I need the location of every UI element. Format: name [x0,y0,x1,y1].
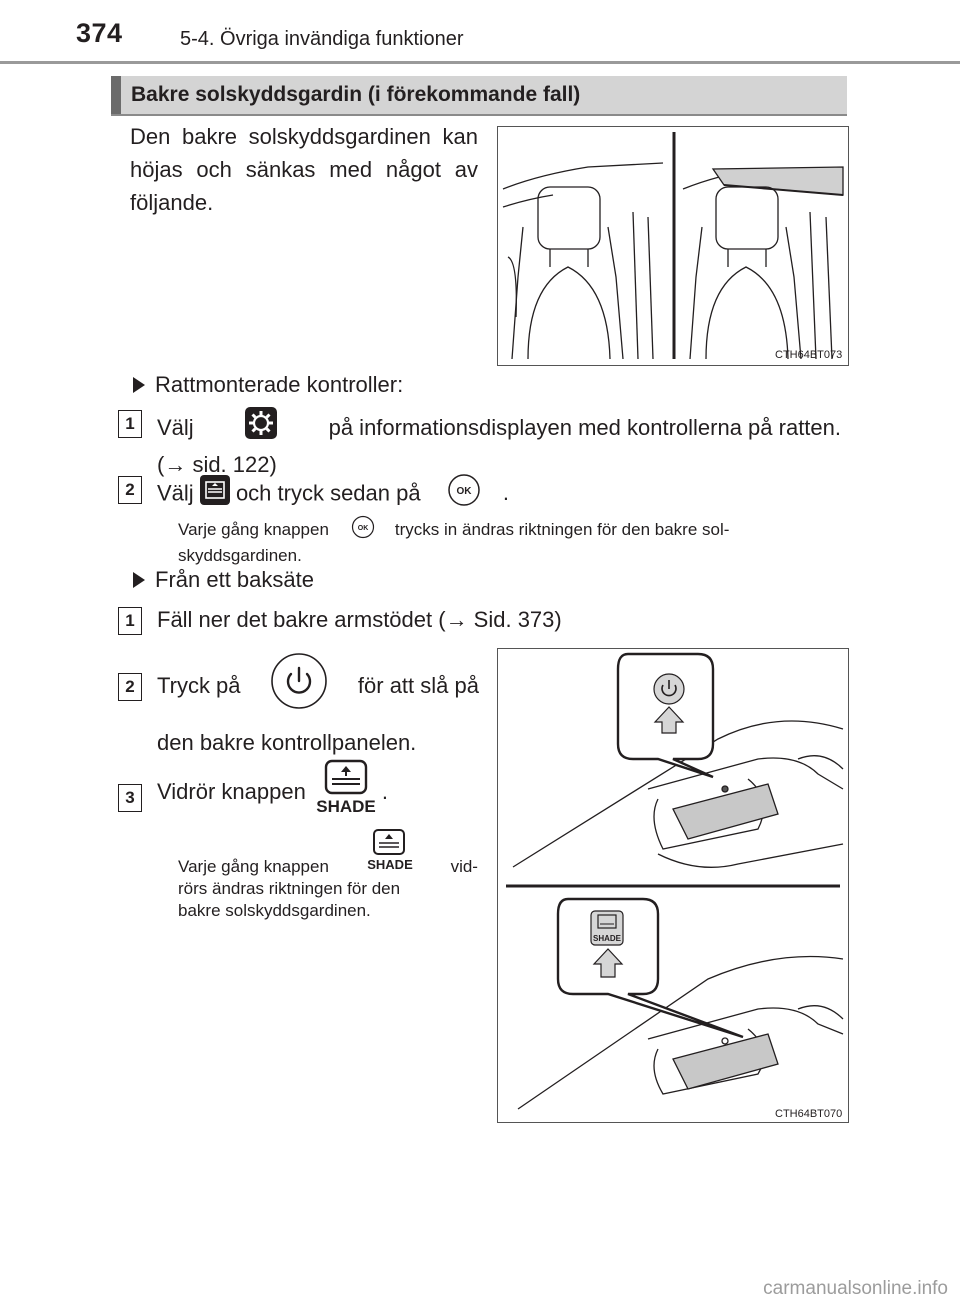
step-text-part: på informationsdisplayen med kontrollern… [328,415,841,440]
watermark: carmanualsonline.info [763,1278,948,1299]
step-number: 3 [118,784,142,812]
figure-armrest-panel: SHADE CTH64BT070 [497,648,849,1123]
note-text-part: skyddsgardinen. [178,546,302,565]
step-number: 2 [118,673,142,701]
ok-button-icon: OK [447,473,481,516]
step-text-part: och tryck sedan på [235,480,421,506]
step-text-part: Välj [157,480,194,506]
page-reference: (→ sid. 122) [157,452,277,477]
power-button-icon [270,652,328,719]
svg-text:OK: OK [358,525,369,532]
chapter-title: 5-4. Övriga invändiga funktioner [180,28,464,50]
page-number: 374 [76,18,123,48]
step-text-part: den bakre kontrollpanelen. [157,730,417,755]
header-divider [0,61,960,64]
svg-text:SHADE: SHADE [316,797,376,816]
rear-step-3: Vidrör knappen SHADE . [157,759,388,822]
svg-text:SHADE: SHADE [593,934,622,943]
svg-text:OK: OK [456,486,472,497]
figure-code: CTH64BT070 [775,1108,842,1120]
ok-button-icon: OK [351,515,375,545]
step-text-part: Välj [157,415,194,440]
section-tab-marker [111,76,121,114]
step-text-part: . [502,480,509,506]
settings-gear-icon [245,407,278,448]
step-text-part: Tryck på [157,672,241,698]
rear-step-2: Tryck på för att slå på den bakre kontro… [157,652,479,759]
note-text-part: vid- [450,857,478,876]
rear-seats-illustration: CTH64BT073 [502,132,844,361]
step-text-part: Vidrör knappen [157,778,306,804]
note-text-part: trycks in ändras riktningen för den bakr… [394,520,730,539]
note-text-part: Varje gång knappen [178,520,329,539]
shade-button-icon: SHADE [316,757,376,826]
figure-code: CTH64BT073 [775,349,842,361]
step-text-part: . [381,778,388,804]
section-heading-bar: Bakre solskyddsgardin (i förekommande fa… [111,76,847,116]
rear-step-1: Fäll ner det bakre armstödet (→ Sid. 373… [157,607,562,632]
steering-step-2: Välj och tryck sedan på OK . [157,473,509,516]
section-title: Bakre solskyddsgardin (i förekommande fa… [131,83,581,106]
note-text-part: bakre solskyddsgardinen. [178,901,371,920]
steering-heading-label: Rattmonterade kontroller: [155,372,404,397]
shade-menu-icon [199,475,230,514]
step-text-part: för att slå på [357,672,479,698]
step-number: 1 [118,607,142,635]
intro-paragraph: Den bakre solskyddsgardinen kan höjas oc… [130,124,478,215]
steering-note: Varje gång knappen OK trycks in ändras r… [178,515,838,567]
shade-button-icon: SHADE [364,828,416,878]
steering-step-1: Välj på informationsdisplayen med kontro… [157,407,841,481]
bullet-triangle-icon [133,377,145,393]
rear-seat-heading-label: Från ett baksäte [155,567,314,592]
bullet-triangle-icon [133,572,145,588]
step-number: 2 [118,476,142,504]
steering-controls-heading: Rattmonterade kontroller: [133,372,403,398]
rear-seat-heading: Från ett baksäte [133,567,314,593]
step-number: 1 [118,410,142,438]
figure-rear-seats: CTH64BT073 [497,126,849,366]
note-text-part: Varje gång knappen [178,857,329,876]
armrest-panel-illustration: SHADE CTH64BT070 [506,652,844,1120]
svg-text:SHADE: SHADE [367,857,413,872]
note-text-part: rörs ändras riktningen för den [178,879,401,898]
rear-note: Varje gång knappen SHADE vid- rörs ändra… [178,829,478,922]
